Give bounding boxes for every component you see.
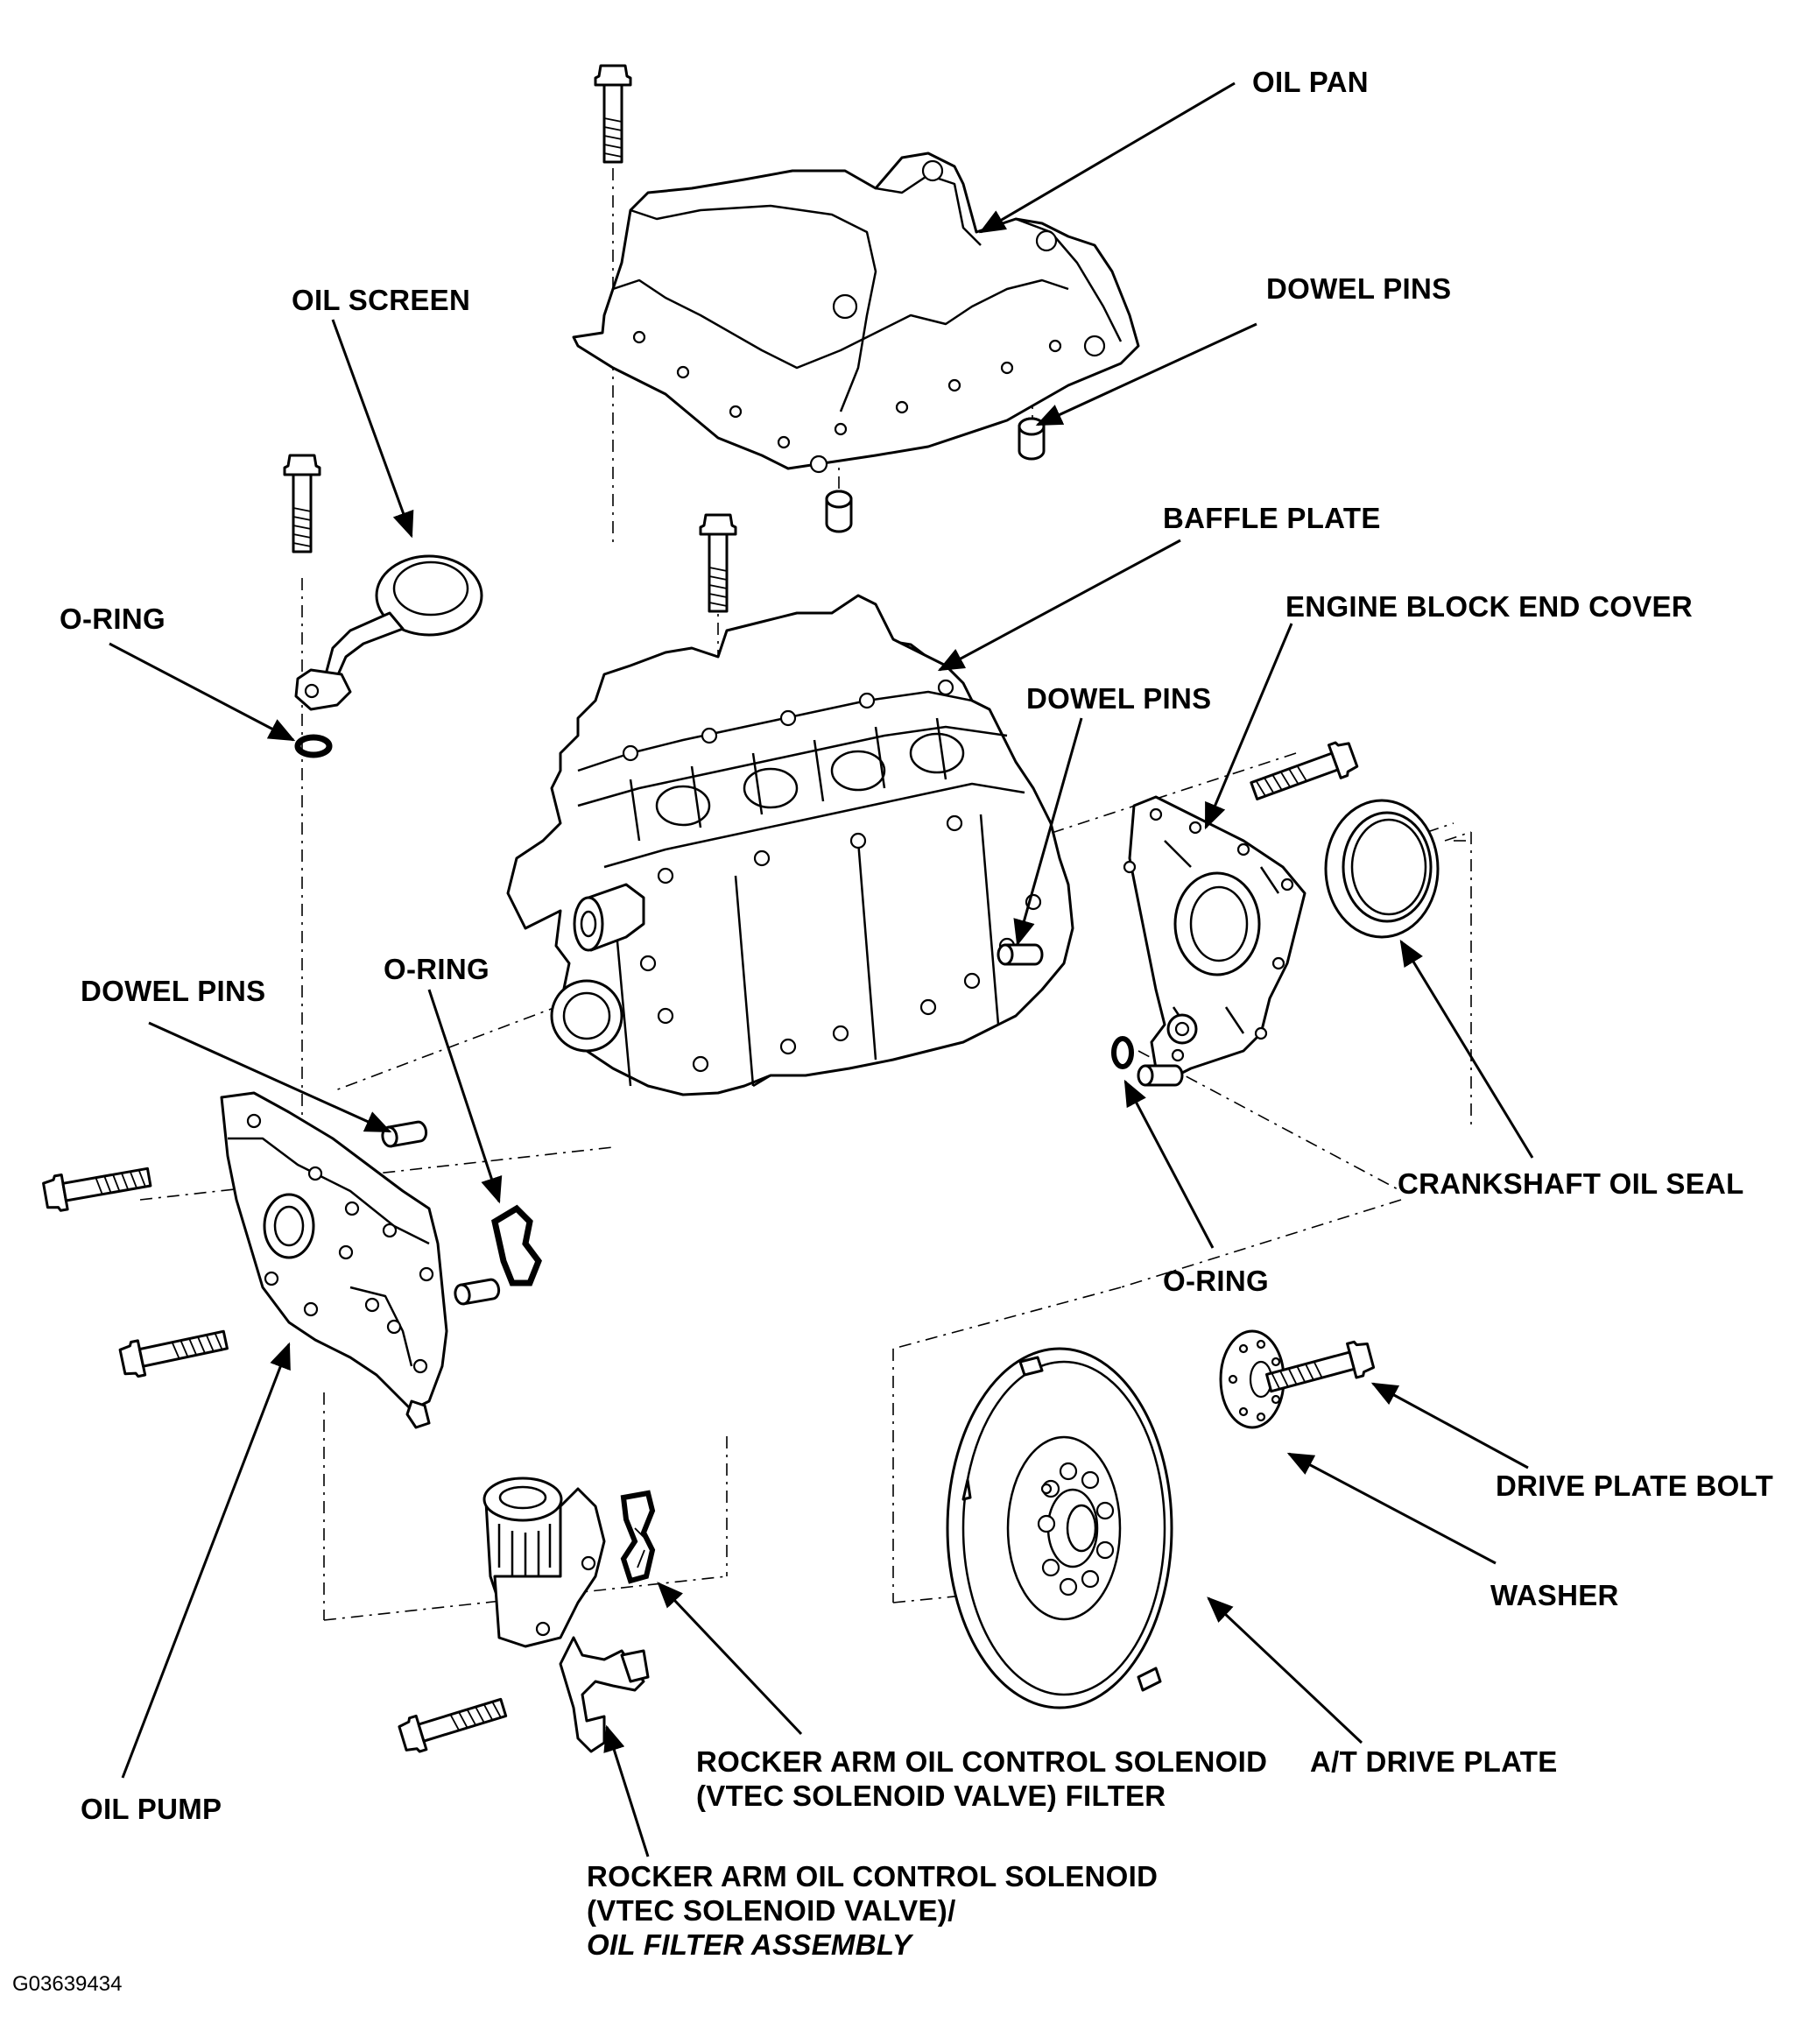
label-drive-plate-bolt: DRIVE PLATE BOLT [1496, 1470, 1774, 1502]
label-dowel-pins-right: DOWEL PINS [1026, 682, 1212, 715]
label-vtec-assembly: ROCKER ARM OIL CONTROL SOLENOID (VTEC SO… [587, 1859, 1158, 1962]
oil-pump [220, 1091, 448, 1429]
label-crankshaft-oil-seal: CRANKSHAFT OIL SEAL [1398, 1167, 1744, 1200]
end-cover-o-ring [1111, 1036, 1134, 1069]
vtec-filter [620, 1490, 656, 1584]
label-engine-block-end-cover: ENGINE BLOCK END COVER [1285, 590, 1693, 623]
at-drive-plate [946, 1347, 1173, 1709]
label-o-ring-middle: O-RING [384, 953, 489, 985]
engine-block-end-cover [1123, 795, 1307, 1079]
figure-id: G03639434 [12, 1972, 123, 1996]
end-cover-bolt [1246, 737, 1361, 809]
oil-screen-o-ring [294, 734, 333, 758]
oil-screen [294, 554, 483, 711]
vtec-solenoid-oil-filter-assembly [482, 1477, 650, 1753]
label-dowel-pins-top: DOWEL PINS [1266, 272, 1452, 305]
label-o-ring-right: O-RING [1163, 1265, 1269, 1297]
leader-lines [109, 81, 1534, 1857]
label-dowel-pins-left: DOWEL PINS [81, 975, 266, 1007]
baffle-plate-bolt [699, 513, 737, 613]
vtec-assembly-bolt [396, 1689, 511, 1757]
label-vtec-assembly-line1: ROCKER ARM OIL CONTROL SOLENOID [587, 1860, 1159, 1892]
label-vtec-filter: ROCKER ARM OIL CONTROL SOLENOID (VTEC SO… [696, 1744, 1267, 1813]
crankshaft-oil-seal [1324, 799, 1440, 939]
label-oil-pump: OIL PUMP [81, 1793, 222, 1825]
oil-pan-bolt [594, 64, 632, 164]
label-vtec-assembly-line3: OIL FILTER ASSEMBLY [587, 1928, 912, 1961]
label-vtec-filter-line2: (VTEC SOLENOID VALVE) FILTER [696, 1780, 1166, 1812]
engine-block [506, 594, 1074, 1096]
label-vtec-filter-line1: ROCKER ARM OIL CONTROL SOLENOID [696, 1745, 1268, 1778]
label-washer: WASHER [1490, 1579, 1619, 1611]
block-o-ring [491, 1204, 542, 1286]
label-at-drive-plate: A/T DRIVE PLATE [1310, 1745, 1558, 1778]
label-oil-screen: OIL SCREEN [292, 284, 471, 316]
label-oil-pan: OIL PAN [1252, 66, 1369, 98]
oil-screen-bolt [283, 454, 321, 553]
label-o-ring-left: O-RING [60, 603, 166, 635]
label-baffle-plate: BAFFLE PLATE [1163, 502, 1381, 534]
washer [1219, 1329, 1285, 1429]
oil-pan [572, 152, 1140, 474]
label-vtec-assembly-line2: (VTEC SOLENOID VALVE)/ [587, 1894, 956, 1927]
